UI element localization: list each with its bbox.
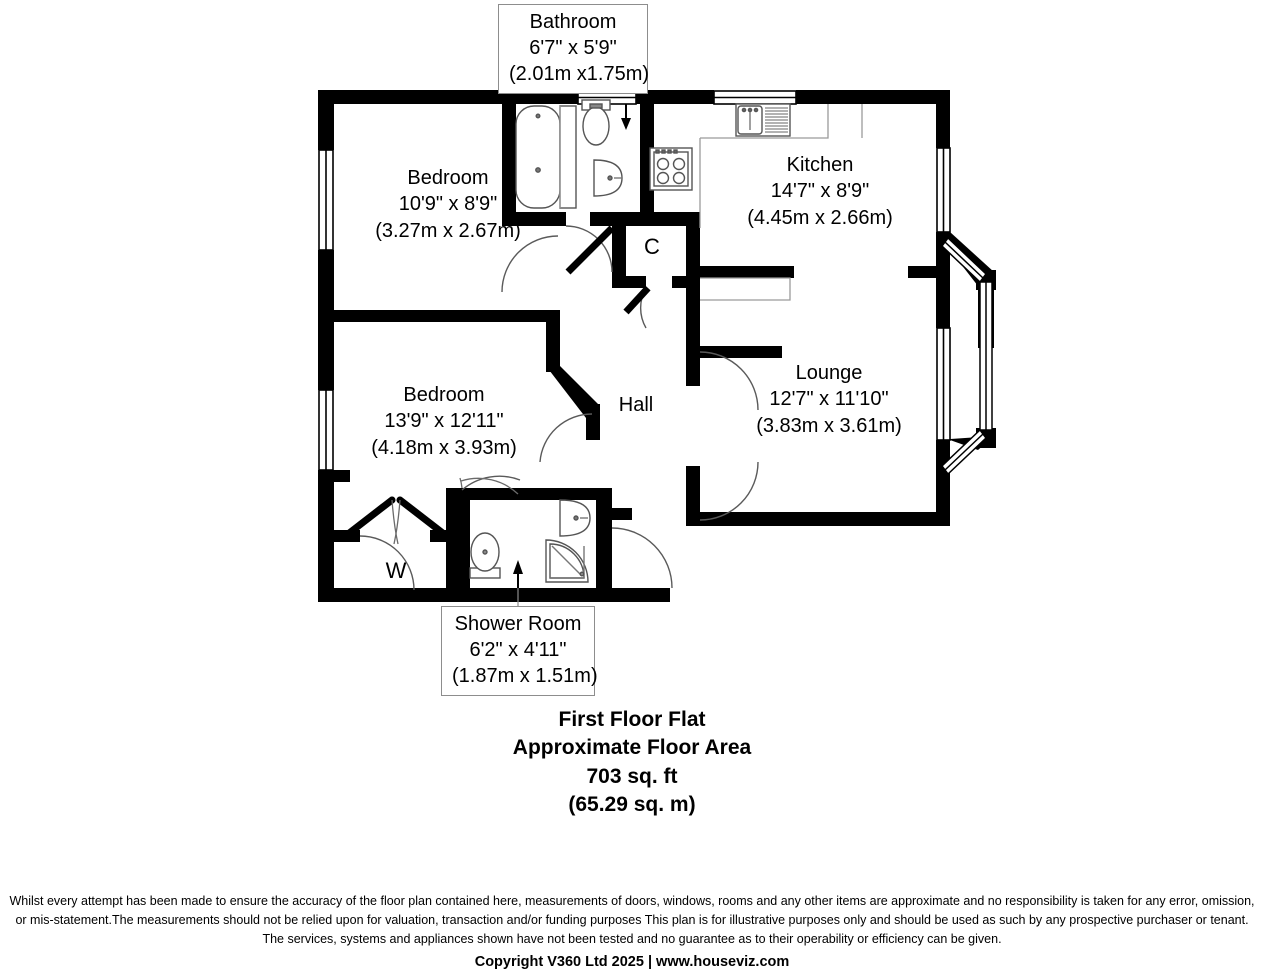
room-metric-bedroom-1: (3.27m x 2.67m)	[375, 219, 521, 242]
arrow-group	[513, 104, 631, 588]
room-imperial-shower-room: 6'2" x 4'11"	[469, 639, 567, 661]
disclaimer: Whilst every attempt has been made to en…	[0, 892, 1264, 973]
summary-area-caption: Approximate Floor Area	[512, 736, 752, 760]
room-label-shower-room: Shower Room 6'2" x 4'11" (1.87m x 1.51m)	[441, 606, 598, 696]
room-metric-bedroom-2: (4.18m x 3.93m)	[371, 436, 517, 459]
shower-room-door-arc	[459, 477, 519, 495]
room-metric-shower-room: (1.87m x 1.51m)	[452, 665, 598, 687]
bay-window-group	[940, 236, 993, 476]
room-name-lounge: Lounge	[795, 362, 863, 384]
wardrobe-label: W	[385, 558, 407, 583]
room-label-kitchen: Kitchen 14'7" x 8'9" (4.45m x 2.66m)	[722, 152, 918, 231]
room-label-bedroom-2: Bedroom 13'9" x 12'11" (4.18m x 3.93m)	[340, 382, 548, 461]
room-imperial-kitchen: 14'7" x 8'9"	[770, 180, 870, 203]
room-imperial-bathroom: 6'7" x 5'9"	[529, 37, 617, 59]
room-label-lounge: Lounge 12'7" x 11'10" (3.83m x 3.61m)	[736, 360, 922, 439]
wardrobe-doors	[344, 496, 448, 538]
floor-area-summary: First Floor Flat Approximate Floor Area …	[0, 706, 1264, 819]
room-metric-kitchen: (4.45m x 2.66m)	[747, 206, 893, 229]
window-group	[318, 90, 951, 471]
room-imperial-lounge: 12'7" x 11'10"	[769, 388, 889, 411]
disclaimer-line-2: or mis-statement.The measurements should…	[15, 913, 1249, 927]
room-name-shower-room: Shower Room	[454, 613, 582, 635]
room-metric-bathroom: (2.01m x1.75m)	[509, 63, 650, 85]
wardrobe-door-arcs	[391, 499, 401, 545]
room-metric-lounge: (3.83m x 3.61m)	[756, 414, 902, 437]
disclaimer-line-1: Whilst every attempt has been made to en…	[9, 894, 1255, 908]
room-imperial-bedroom-2: 13'9" x 12'11"	[384, 410, 504, 433]
copyright-notice: Copyright V360 Ltd 2025 | www.houseviz.c…	[474, 954, 790, 970]
room-name-bathroom: Bathroom	[529, 11, 617, 33]
room-label-hall: Hall	[618, 394, 654, 416]
summary-title: First Floor Flat	[558, 708, 706, 731]
summary-area-sqm: (65.29 sq. m)	[568, 793, 696, 817]
cupboard-label: C	[644, 234, 660, 259]
summary-area-sqft: 703 sq. ft	[586, 764, 678, 788]
room-name-kitchen: Kitchen	[786, 154, 854, 176]
fixture-group	[469, 99, 791, 583]
disclaimer-line-3: The services, systems and appliances sho…	[262, 932, 1002, 946]
room-label-bedroom-1: Bedroom 10'9" x 8'9" (3.27m x 2.67m)	[348, 165, 548, 244]
room-imperial-bedroom-1: 10'9" x 8'9"	[398, 193, 498, 216]
room-name-bedroom-2: Bedroom	[403, 384, 485, 406]
room-name-bedroom-1: Bedroom	[407, 167, 489, 189]
room-label-bathroom: Bathroom 6'7" x 5'9" (2.01m x1.75m)	[498, 4, 650, 94]
counter-line-group	[559, 104, 863, 301]
door-leaf-group	[565, 225, 651, 315]
